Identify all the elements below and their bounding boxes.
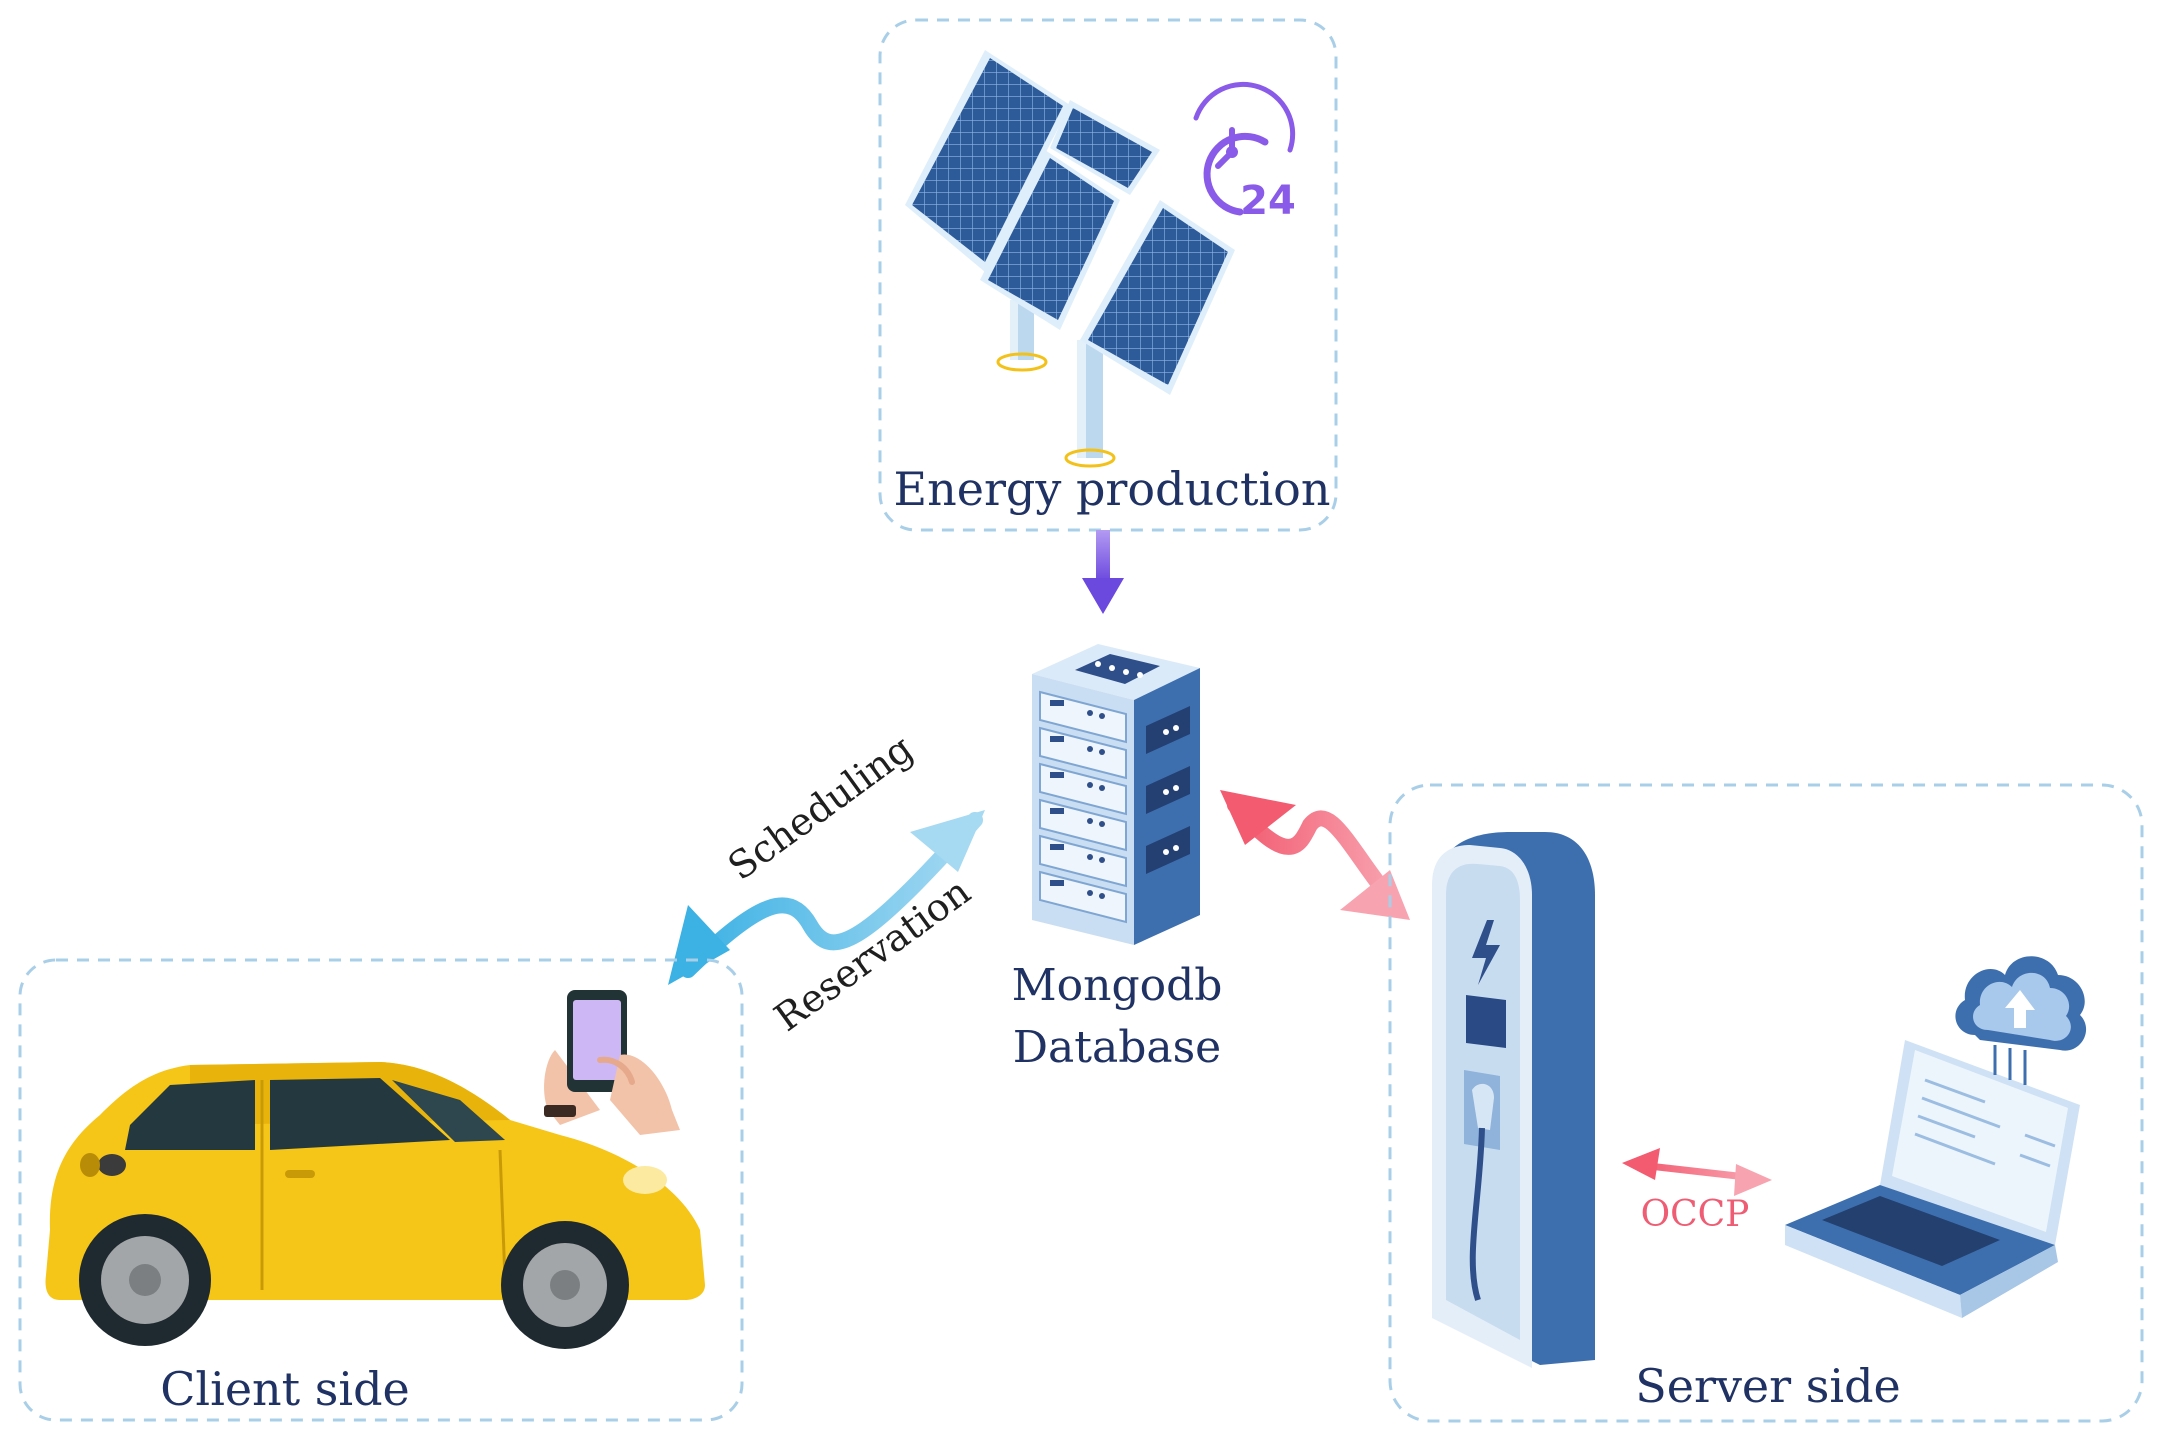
- clock-24-label: 24: [1240, 178, 1296, 224]
- clock-24-icon: 24: [1193, 81, 1296, 224]
- server-panel-border: [1388, 783, 2144, 1423]
- charging-station-icon: [1432, 832, 1595, 1368]
- database-label-line1: Mongodb: [1012, 960, 1223, 1011]
- server-side-panel: OCCP: [1388, 783, 2144, 1423]
- car-icon: [45, 1062, 705, 1349]
- occp-label: OCCP: [1641, 1194, 1750, 1235]
- energy-production-panel: 24 Energy production: [878, 18, 1338, 532]
- energy-to-database-arrow: [1082, 530, 1124, 614]
- database-server-arrow: [1220, 790, 1410, 920]
- smartphone-hand-icon: [544, 990, 680, 1135]
- occp-arrow: [1622, 1148, 1772, 1196]
- scheduling-label: Scheduling: [720, 726, 921, 889]
- client-side-label: Client side: [160, 1362, 410, 1416]
- solar-panel-icon: [905, 50, 1235, 468]
- server-side-label: Server side: [1635, 1359, 1901, 1413]
- energy-panel-border: [878, 18, 1338, 532]
- database-label-line2: Database: [1013, 1022, 1221, 1073]
- energy-production-label: Energy production: [894, 462, 1331, 516]
- client-side-panel: Client side: [18, 958, 744, 1422]
- database-server-icon: [1032, 644, 1200, 945]
- client-panel-border: [18, 958, 744, 1422]
- laptop-icon: [1785, 1040, 2080, 1318]
- cloud-upload-icon: [1955, 956, 2087, 1085]
- client-database-arrow: [668, 810, 985, 985]
- reservation-label: Reservation: [766, 869, 978, 1040]
